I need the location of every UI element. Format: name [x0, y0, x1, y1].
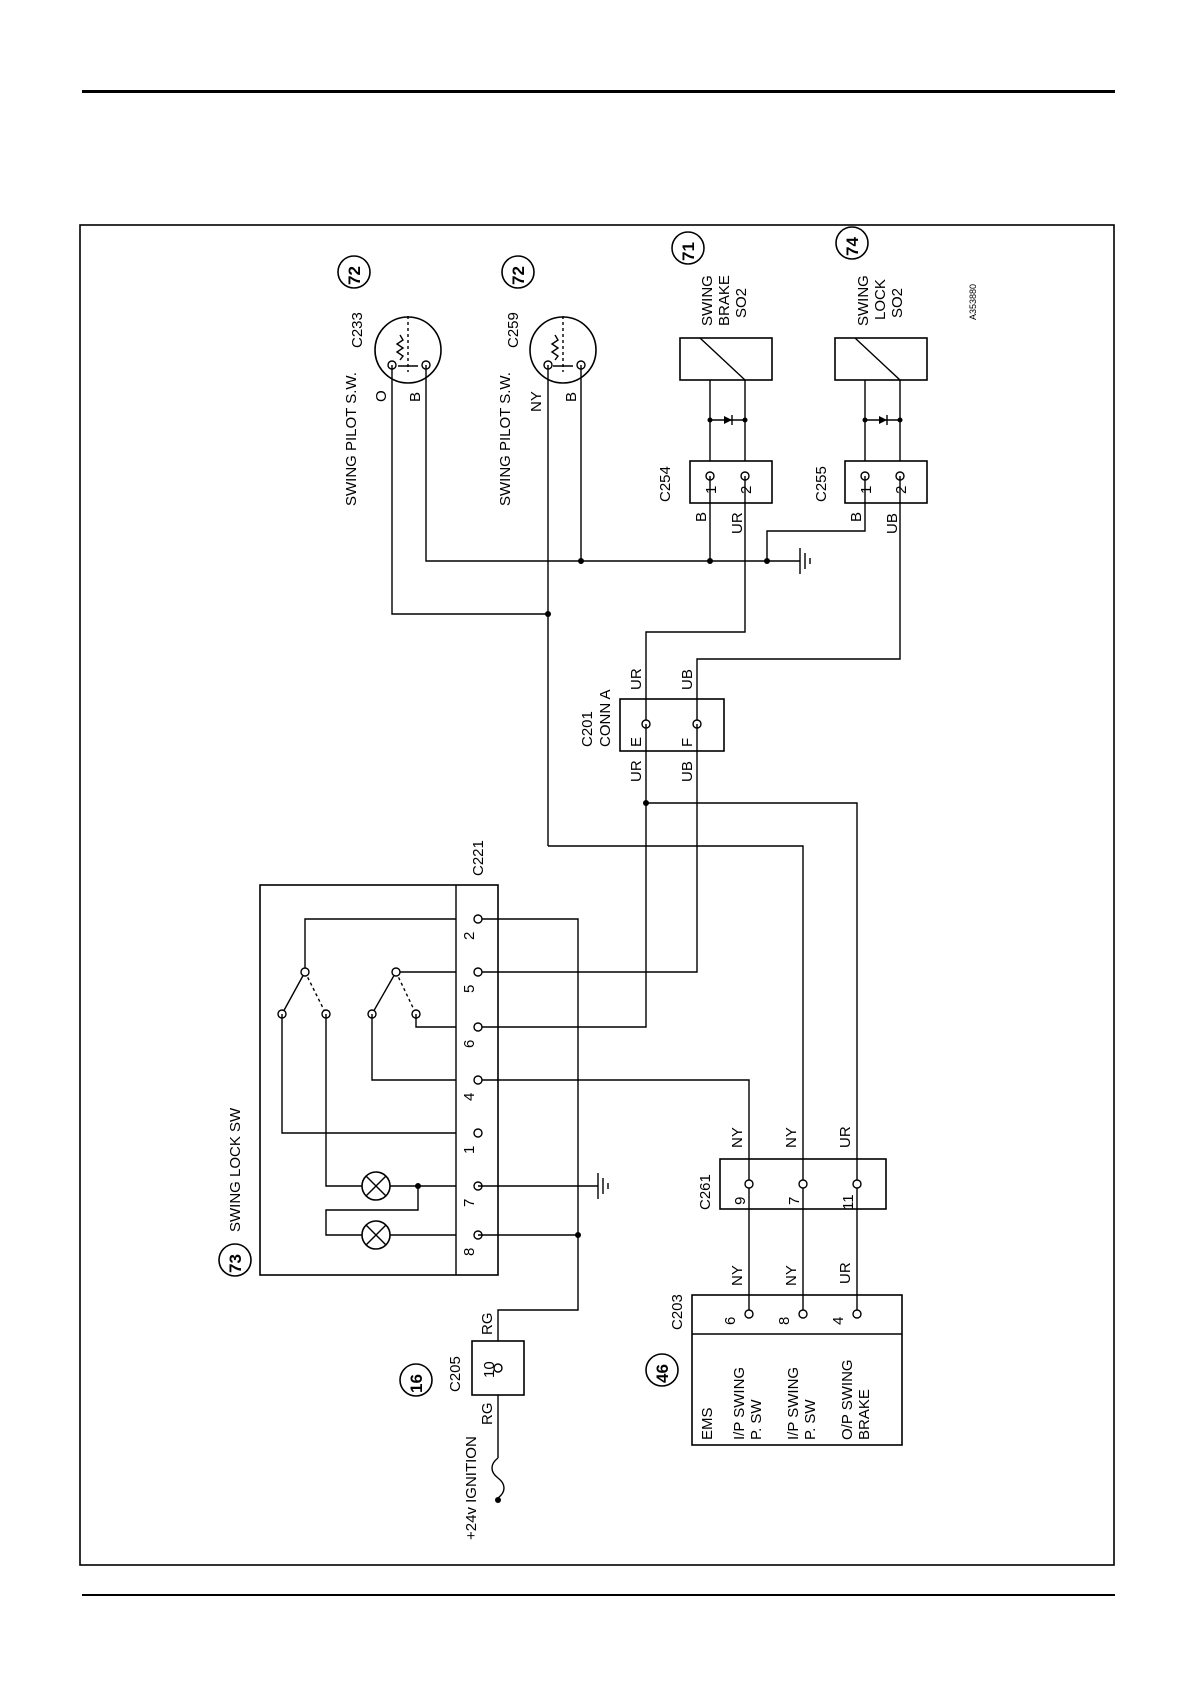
switch-2-pin-ny: NY	[528, 391, 545, 412]
brake-connector: C254	[657, 466, 674, 502]
footer-rule	[82, 1594, 1115, 1596]
c261-pin-11: 11	[840, 1194, 857, 1210]
ignition-supply: 10 C205 RG RG +24v IGNITION 16	[399, 1313, 525, 1540]
ems-tag: 46	[653, 1364, 672, 1383]
conn-a-pin-e: E	[628, 737, 645, 747]
lock-sw-pin-2: 2	[461, 932, 478, 940]
conn-a-sub: CONN A	[597, 689, 614, 747]
swing-brake-solenoid: 1 2 C254 B UR SWING BRAKE SO2 71	[657, 231, 773, 534]
lock-line-3: SO2	[889, 288, 906, 318]
ems-row1-line2: P. SW	[748, 1399, 765, 1440]
brake-pin-2: 2	[738, 486, 755, 494]
switch-2-connector: C259	[505, 312, 522, 348]
switch-1-tag: 72	[345, 266, 364, 285]
conn-a-wire-e-out: UR	[628, 760, 645, 782]
lock-sw-pin-6: 6	[461, 1040, 478, 1048]
c261-wire-bottom-1: NY	[729, 1265, 746, 1286]
c261-name: C261	[697, 1174, 714, 1210]
ems-row3-line1: O/P SWING	[839, 1359, 856, 1440]
brake-line-3: SO2	[733, 288, 750, 318]
swing-pilot-switch-2: SWING PILOT S.W. C259 NY B 72	[497, 255, 597, 506]
switch-1-title: SWING PILOT S.W.	[343, 372, 360, 506]
lock-sw-tag: 73	[226, 1254, 245, 1273]
ems-title: EMS	[699, 1407, 716, 1440]
brake-line-1: SWING	[699, 275, 716, 326]
lock-wire-ub: UB	[884, 513, 901, 534]
brake-pin-1: 1	[703, 486, 720, 494]
ems-row2-line1: I/P SWING	[785, 1367, 802, 1440]
lock-connector: C255	[813, 466, 830, 502]
c205-name: C205	[447, 1356, 464, 1392]
ems-unit: C203 6 8 4 EMS I/P SWING P. SW I/P SWING…	[645, 1294, 903, 1446]
connector-c261: C261 9 7 11 NY NY UR NY NY UR	[697, 1126, 887, 1286]
brake-wire-b: B	[693, 512, 710, 522]
c261-wire-top-1: NY	[729, 1127, 746, 1148]
swing-pilot-switch-1: SWING PILOT S.W. C233 O B 72	[337, 255, 442, 506]
c203-name: C203	[669, 1294, 686, 1330]
lock-sw-title: SWING LOCK SW	[227, 1107, 244, 1232]
c261-wire-top-3: UR	[837, 1126, 854, 1148]
lock-pin-1: 1	[858, 486, 875, 494]
c261-pin-9: 9	[732, 1197, 749, 1205]
switch-1-connector: C233	[349, 312, 366, 348]
swing-lock-solenoid: 1 2 C255 B UB SWING LOCK SO2 74	[813, 226, 928, 534]
switch-2-pin-b: B	[563, 392, 580, 402]
diagram-frame	[79, 224, 1115, 1566]
c203-pin-8: 8	[776, 1317, 793, 1325]
lock-pin-2: 2	[893, 486, 910, 494]
c205-pin-10: 10	[481, 1361, 498, 1378]
lock-line-1: SWING	[855, 275, 872, 326]
c261-wire-bottom-2: NY	[783, 1265, 800, 1286]
ems-row2-line2: P. SW	[802, 1399, 819, 1440]
c261-pin-7: 7	[786, 1197, 803, 1205]
connector-c201: C201 CONN A E F UR UB UR UB	[579, 668, 725, 782]
c203-pin-4: 4	[830, 1317, 847, 1325]
lock-line-2: LOCK	[872, 279, 889, 320]
ems-row1-line1: I/P SWING	[731, 1367, 748, 1440]
lock-sw-pin-8: 8	[461, 1248, 478, 1256]
conn-a-wire-e-in: UR	[628, 668, 645, 690]
conn-a-wire-f-in: UB	[679, 669, 696, 690]
c261-wire-top-2: NY	[783, 1127, 800, 1148]
reference-code: A353880	[968, 284, 978, 320]
lock-sw-pin-4: 4	[461, 1093, 478, 1101]
lock-sw-pin-1: 1	[461, 1146, 478, 1154]
ignition-tag: 16	[407, 1374, 426, 1393]
middle-wiring	[478, 724, 858, 1314]
conn-a-name: C201	[579, 711, 596, 747]
brake-tag: 71	[679, 242, 698, 261]
brake-line-2: BRAKE	[716, 275, 733, 326]
ignition-supply-label: +24v IGNITION	[463, 1436, 480, 1540]
header-rule	[82, 90, 1115, 93]
conn-a-wire-f-out: UB	[679, 761, 696, 782]
c203-pin-6: 6	[722, 1317, 739, 1325]
lock-sw-pin-7: 7	[461, 1199, 478, 1207]
lock-tag: 74	[843, 237, 862, 256]
switch-2-tag: 72	[509, 266, 528, 285]
c205-wire-in: RG	[479, 1313, 496, 1336]
ems-row3-line2: BRAKE	[856, 1389, 873, 1440]
switch-2-title: SWING PILOT S.W.	[497, 372, 514, 506]
c205-wire-out: RG	[479, 1403, 496, 1426]
lock-wire-b: B	[848, 512, 865, 522]
upper-wiring	[391, 365, 901, 846]
swing-lock-switch: 2 5 6 4 1 7 8 C221 SWING LOCK SW 73	[218, 840, 609, 1341]
lock-sw-pin-5: 5	[461, 985, 478, 993]
lock-sw-connector: C221	[470, 840, 487, 876]
switch-1-pin-b: B	[407, 392, 424, 402]
brake-wire-ur: UR	[729, 512, 746, 534]
conn-a-pin-f: F	[679, 738, 696, 747]
switch-1-pin-o: O	[373, 390, 390, 402]
c261-wire-bottom-3: UR	[837, 1262, 854, 1284]
